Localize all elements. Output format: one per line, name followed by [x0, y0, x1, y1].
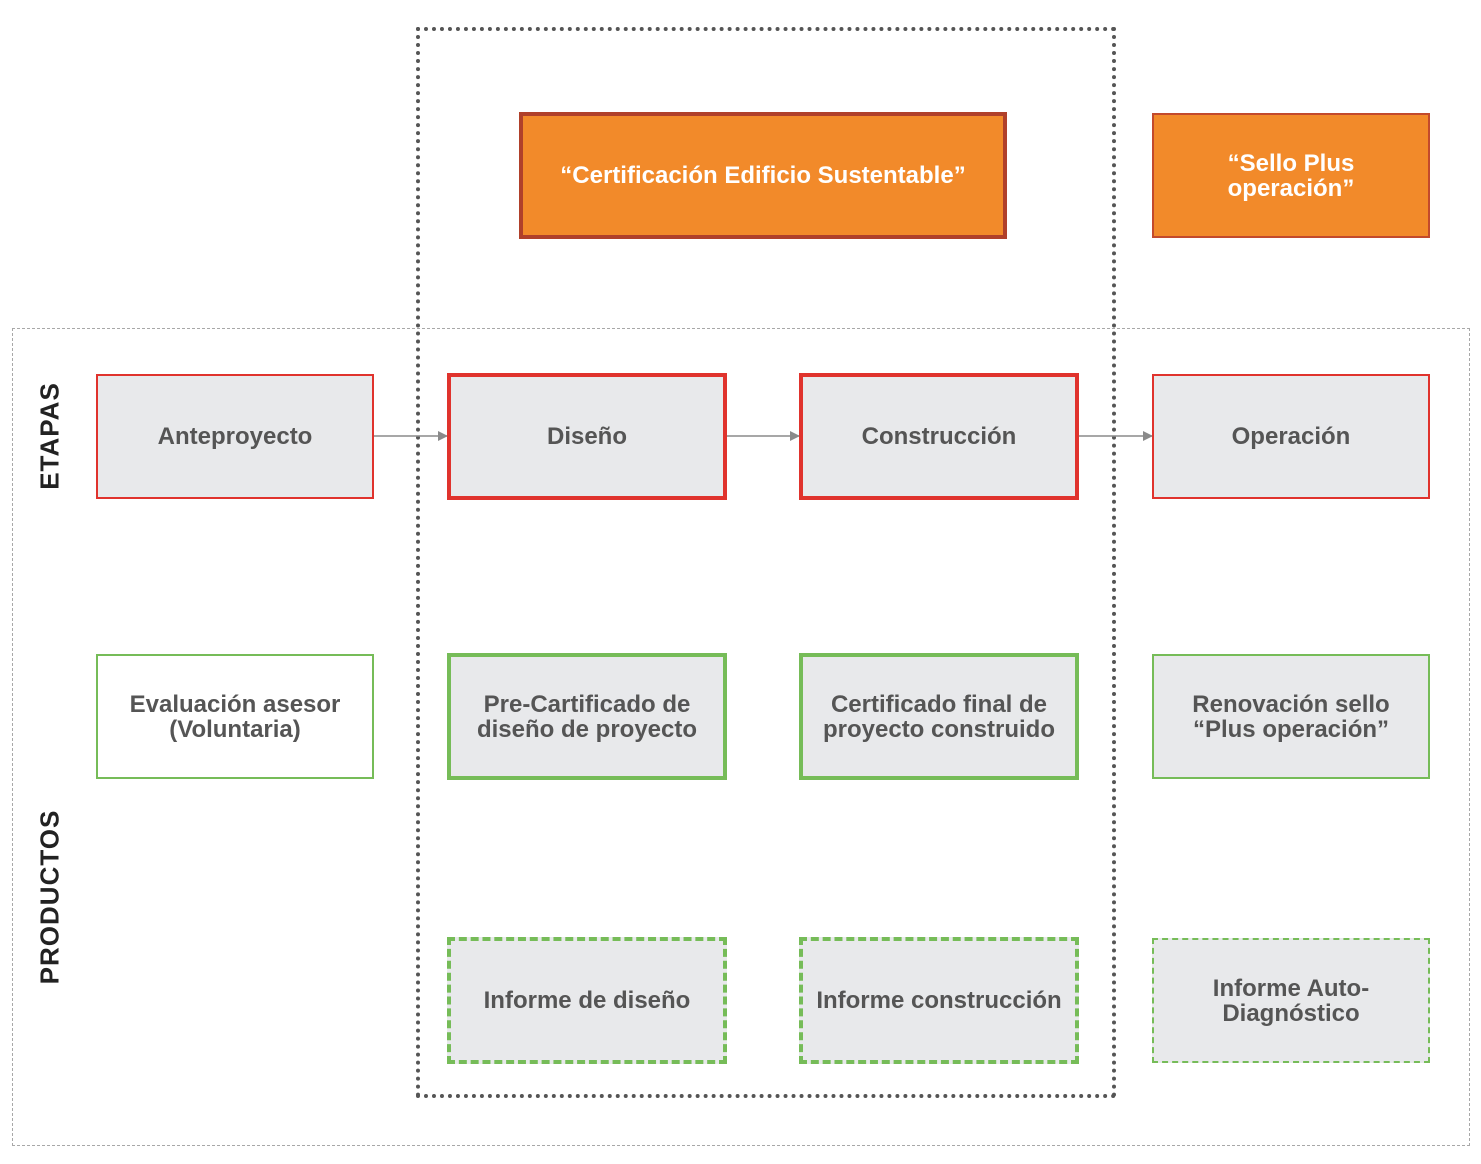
product-certificado-final: Certificado final de proyecto construido [799, 653, 1079, 780]
stage-construccion: Construcción [799, 373, 1079, 500]
report-informe-autodiagnostico: Informe Auto- Diagnóstico [1152, 938, 1430, 1063]
report-informe-autodiagnostico-label: Informe Auto- Diagnóstico [1212, 974, 1370, 1027]
product-certificado-final-label: Certificado final de proyecto construido [822, 690, 1056, 743]
sello-plus-text: “Sello Plus operación” [1227, 149, 1355, 202]
stage-anteproyecto: Anteproyecto [96, 374, 374, 499]
stage-construccion-label: Construcción [861, 423, 1017, 450]
certificacion-scope-frame [416, 27, 1116, 1098]
certificacion-edificio-text: “Certificación Edificio Sustentable” [560, 162, 966, 189]
product-pre-certificado-label: Pre-Cartificado de diseño de proyecto [476, 690, 698, 743]
stage-operacion: Operación [1152, 374, 1430, 499]
stage-operacion-label: Operación [1231, 423, 1351, 450]
product-evaluacion-asesor-label: Evaluación asesor (Voluntaria) [129, 690, 341, 743]
report-informe-diseno: Informe de diseño [447, 937, 727, 1064]
product-renovacion-sello: Renovación sello “Plus operación” [1152, 654, 1430, 779]
stage-anteproyecto-label: Anteproyecto [157, 423, 313, 450]
certificacion-edificio-box: “Certificación Edificio Sustentable” [519, 112, 1007, 239]
etapas-productos-frame [12, 328, 1470, 1146]
product-evaluacion-asesor: Evaluación asesor (Voluntaria) [96, 654, 374, 779]
report-informe-construccion-label: Informe construcción [816, 987, 1062, 1014]
report-informe-diseno-label: Informe de diseño [483, 987, 691, 1014]
stage-diseno: Diseño [447, 373, 727, 500]
stage-diseno-label: Diseño [546, 423, 627, 450]
report-informe-construccion: Informe construcción [799, 937, 1079, 1064]
sello-plus-box: “Sello Plus operación” [1152, 113, 1430, 238]
product-renovacion-sello-label: Renovación sello “Plus operación” [1192, 690, 1390, 743]
product-pre-certificado: Pre-Cartificado de diseño de proyecto [447, 653, 727, 780]
